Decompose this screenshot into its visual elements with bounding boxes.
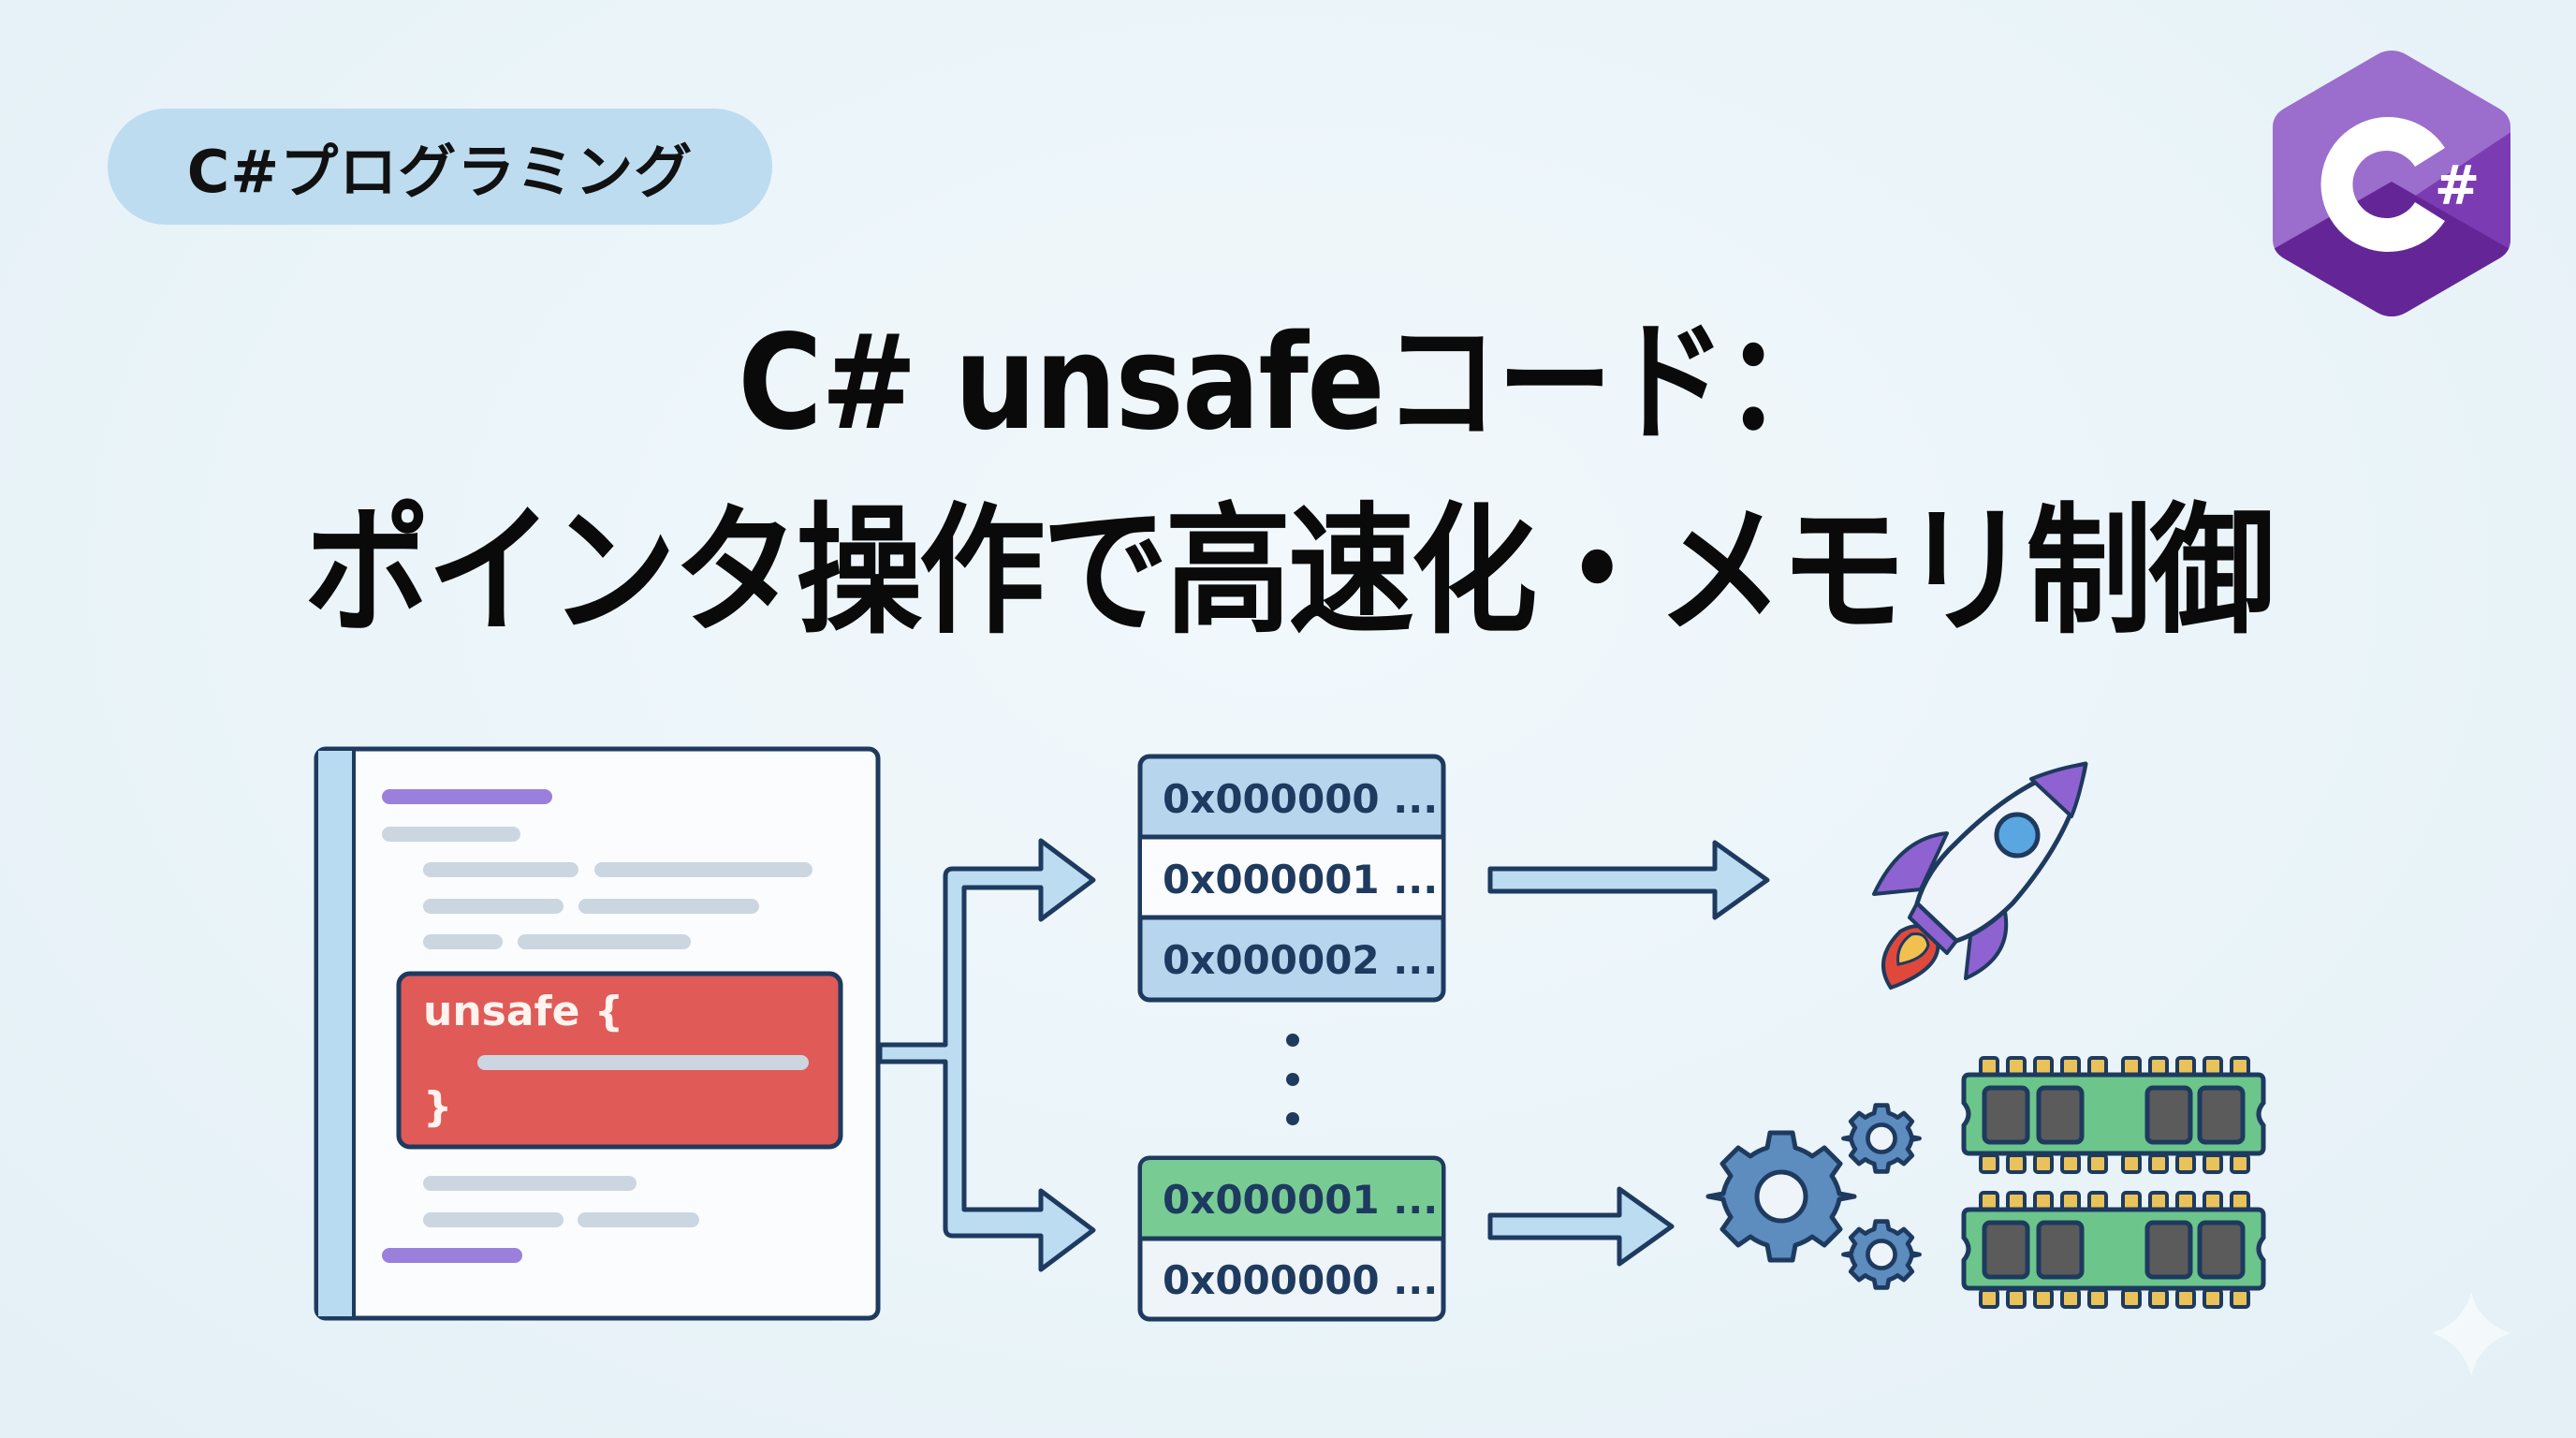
ram-pin [2006,1191,2027,1211]
memory-address: 0x000002 ... [1163,937,1438,983]
ram-pin [2033,1191,2054,1211]
code-line [382,827,520,842]
category-label: C#プログラミング [186,138,694,206]
title-line-2: ポインタ操作で高速化・メモリ制御 [303,491,2276,653]
ram-pin [2203,1056,2223,1077]
logo-c-letter [2320,117,2445,252]
ram-pin [2087,1191,2108,1211]
code-line [423,1176,637,1191]
branch-arrow-icon [877,838,1096,1272]
ram-pin [2203,1153,2223,1174]
ram-pin [2230,1288,2250,1309]
ram-pin [2121,1153,2142,1174]
ram-pin [2175,1288,2196,1309]
code-line [578,899,759,914]
ram-pin [1979,1191,1999,1211]
ram-pin [1979,1056,1999,1077]
ram-pin [2033,1153,2054,1174]
arrow-right-icon [1487,840,1770,920]
code-line [518,934,691,949]
ram-pin [2006,1288,2027,1309]
ram-chip [2144,1085,2193,1145]
unsafe-block: unsafe { } [396,971,843,1150]
ram-pin [2087,1153,2108,1174]
memory-address: 0x000000 ... [1163,1257,1438,1303]
code-line [423,1212,564,1227]
ram-pin [2148,1191,2169,1211]
ram-pin [1979,1153,1999,1174]
editor-gutter [318,751,352,1316]
memory-address: 0x000001 ... [1163,857,1438,902]
ram-pin [1979,1288,1999,1309]
ram-module-icon [1961,1056,2266,1174]
unsafe-close-text: } [423,1083,452,1131]
ram-pin [2175,1153,2196,1174]
ram-chip [2197,1085,2246,1145]
ram-pin [2203,1191,2223,1211]
code-line-keyword [382,1248,522,1263]
ram-chip [2036,1220,2085,1280]
code-line-keyword [382,789,552,804]
code-line [423,862,578,877]
memory-table-bottom: 0x000001 ... 0x000000 ... [1137,1155,1446,1322]
ram-pin [2148,1288,2169,1309]
code-line [578,1212,699,1227]
ram-pin [2121,1056,2142,1077]
ram-pin [2230,1191,2250,1211]
ram-chip [2197,1220,2246,1280]
category-badge: C#プログラミング [108,109,772,225]
arrow-right-icon [1487,1186,1675,1267]
code-line [594,862,812,877]
gears-icon [1705,1103,1922,1290]
ram-pin [2148,1153,2169,1174]
sparkle-icon [2432,1292,2510,1376]
ram-pin [2033,1288,2054,1309]
ram-pin [2203,1288,2223,1309]
ram-pin [2060,1288,2081,1309]
ram-pin [2033,1056,2054,1077]
csharp-logo-icon: # [2273,51,2510,316]
ram-pin [2230,1056,2250,1077]
unsafe-open-text: unsafe { [423,988,623,1035]
ram-pin [2121,1288,2142,1309]
unsafe-inner-line [477,1055,809,1070]
rocket-icon [1872,761,2088,990]
ram-pin [2148,1056,2169,1077]
ram-pin [2121,1191,2142,1211]
code-editor-panel: unsafe { } [314,746,881,1321]
ram-chip [1982,1085,2030,1145]
ram-pin [2175,1056,2196,1077]
ellipsis-vertical-icon [1286,1034,1299,1125]
ram-chip [1982,1220,2030,1280]
ram-pin [2175,1191,2196,1211]
code-line [423,899,564,914]
ram-pin [2230,1153,2250,1174]
ram-pin [2060,1191,2081,1211]
ram-pin [2087,1056,2108,1077]
memory-table-top: 0x000000 ... 0x000001 ... 0x000002 ... [1137,754,1446,1003]
ram-pin [2060,1056,2081,1077]
ram-pin [2006,1056,2027,1077]
page-title: C# unsafeコード： ポインタ操作で高速化・メモリ制御 [0,307,2576,653]
logo-sharp: # [2435,154,2481,217]
memory-address: 0x000001 ... [1163,1177,1438,1223]
code-line [423,934,503,949]
ram-chip [2144,1220,2193,1280]
ram-module-icon [1961,1191,2266,1309]
ram-pin [2006,1153,2027,1174]
ram-modules [1961,1056,2266,1309]
memory-address: 0x000000 ... [1163,776,1438,822]
title-line-1: C# unsafeコード： [738,307,1839,460]
ram-chip [2036,1085,2085,1145]
ram-pin [2060,1153,2081,1174]
ram-pin [2087,1288,2108,1309]
